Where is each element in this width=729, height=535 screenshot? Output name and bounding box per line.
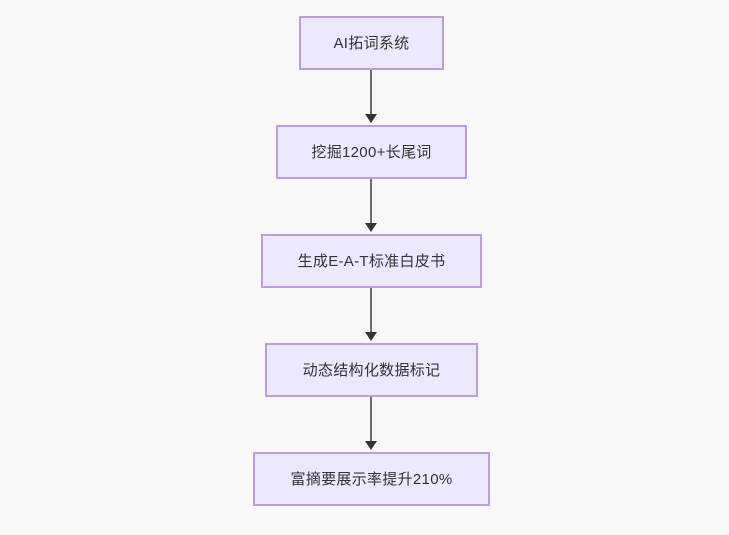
arrow-down-icon [365, 223, 377, 232]
arrow-down-icon [365, 332, 377, 341]
flow-edge-n3-to-n4 [370, 288, 372, 334]
flow-node-label: 挖掘1200+长尾词 [311, 143, 432, 161]
flow-edge-n2-to-n3 [370, 179, 372, 225]
arrow-down-icon [365, 114, 377, 123]
flow-node-label: 动态结构化数据标记 [302, 361, 441, 379]
flow-node-label: 生成E-A-T标准白皮书 [297, 252, 446, 270]
flow-node-n1[interactable]: AI拓词系统 [299, 16, 444, 70]
flow-node-n2[interactable]: 挖掘1200+长尾词 [276, 125, 467, 179]
flow-node-n5[interactable]: 富摘要展示率提升210% [253, 452, 490, 506]
flow-node-label: 富摘要展示率提升210% [290, 470, 453, 488]
arrow-down-icon [365, 441, 377, 450]
flow-node-n4[interactable]: 动态结构化数据标记 [265, 343, 478, 397]
flow-node-label: AI拓词系统 [333, 34, 410, 52]
flow-node-n3[interactable]: 生成E-A-T标准白皮书 [261, 234, 482, 288]
flow-edge-n4-to-n5 [370, 397, 372, 443]
flow-edge-n1-to-n2 [370, 70, 372, 116]
